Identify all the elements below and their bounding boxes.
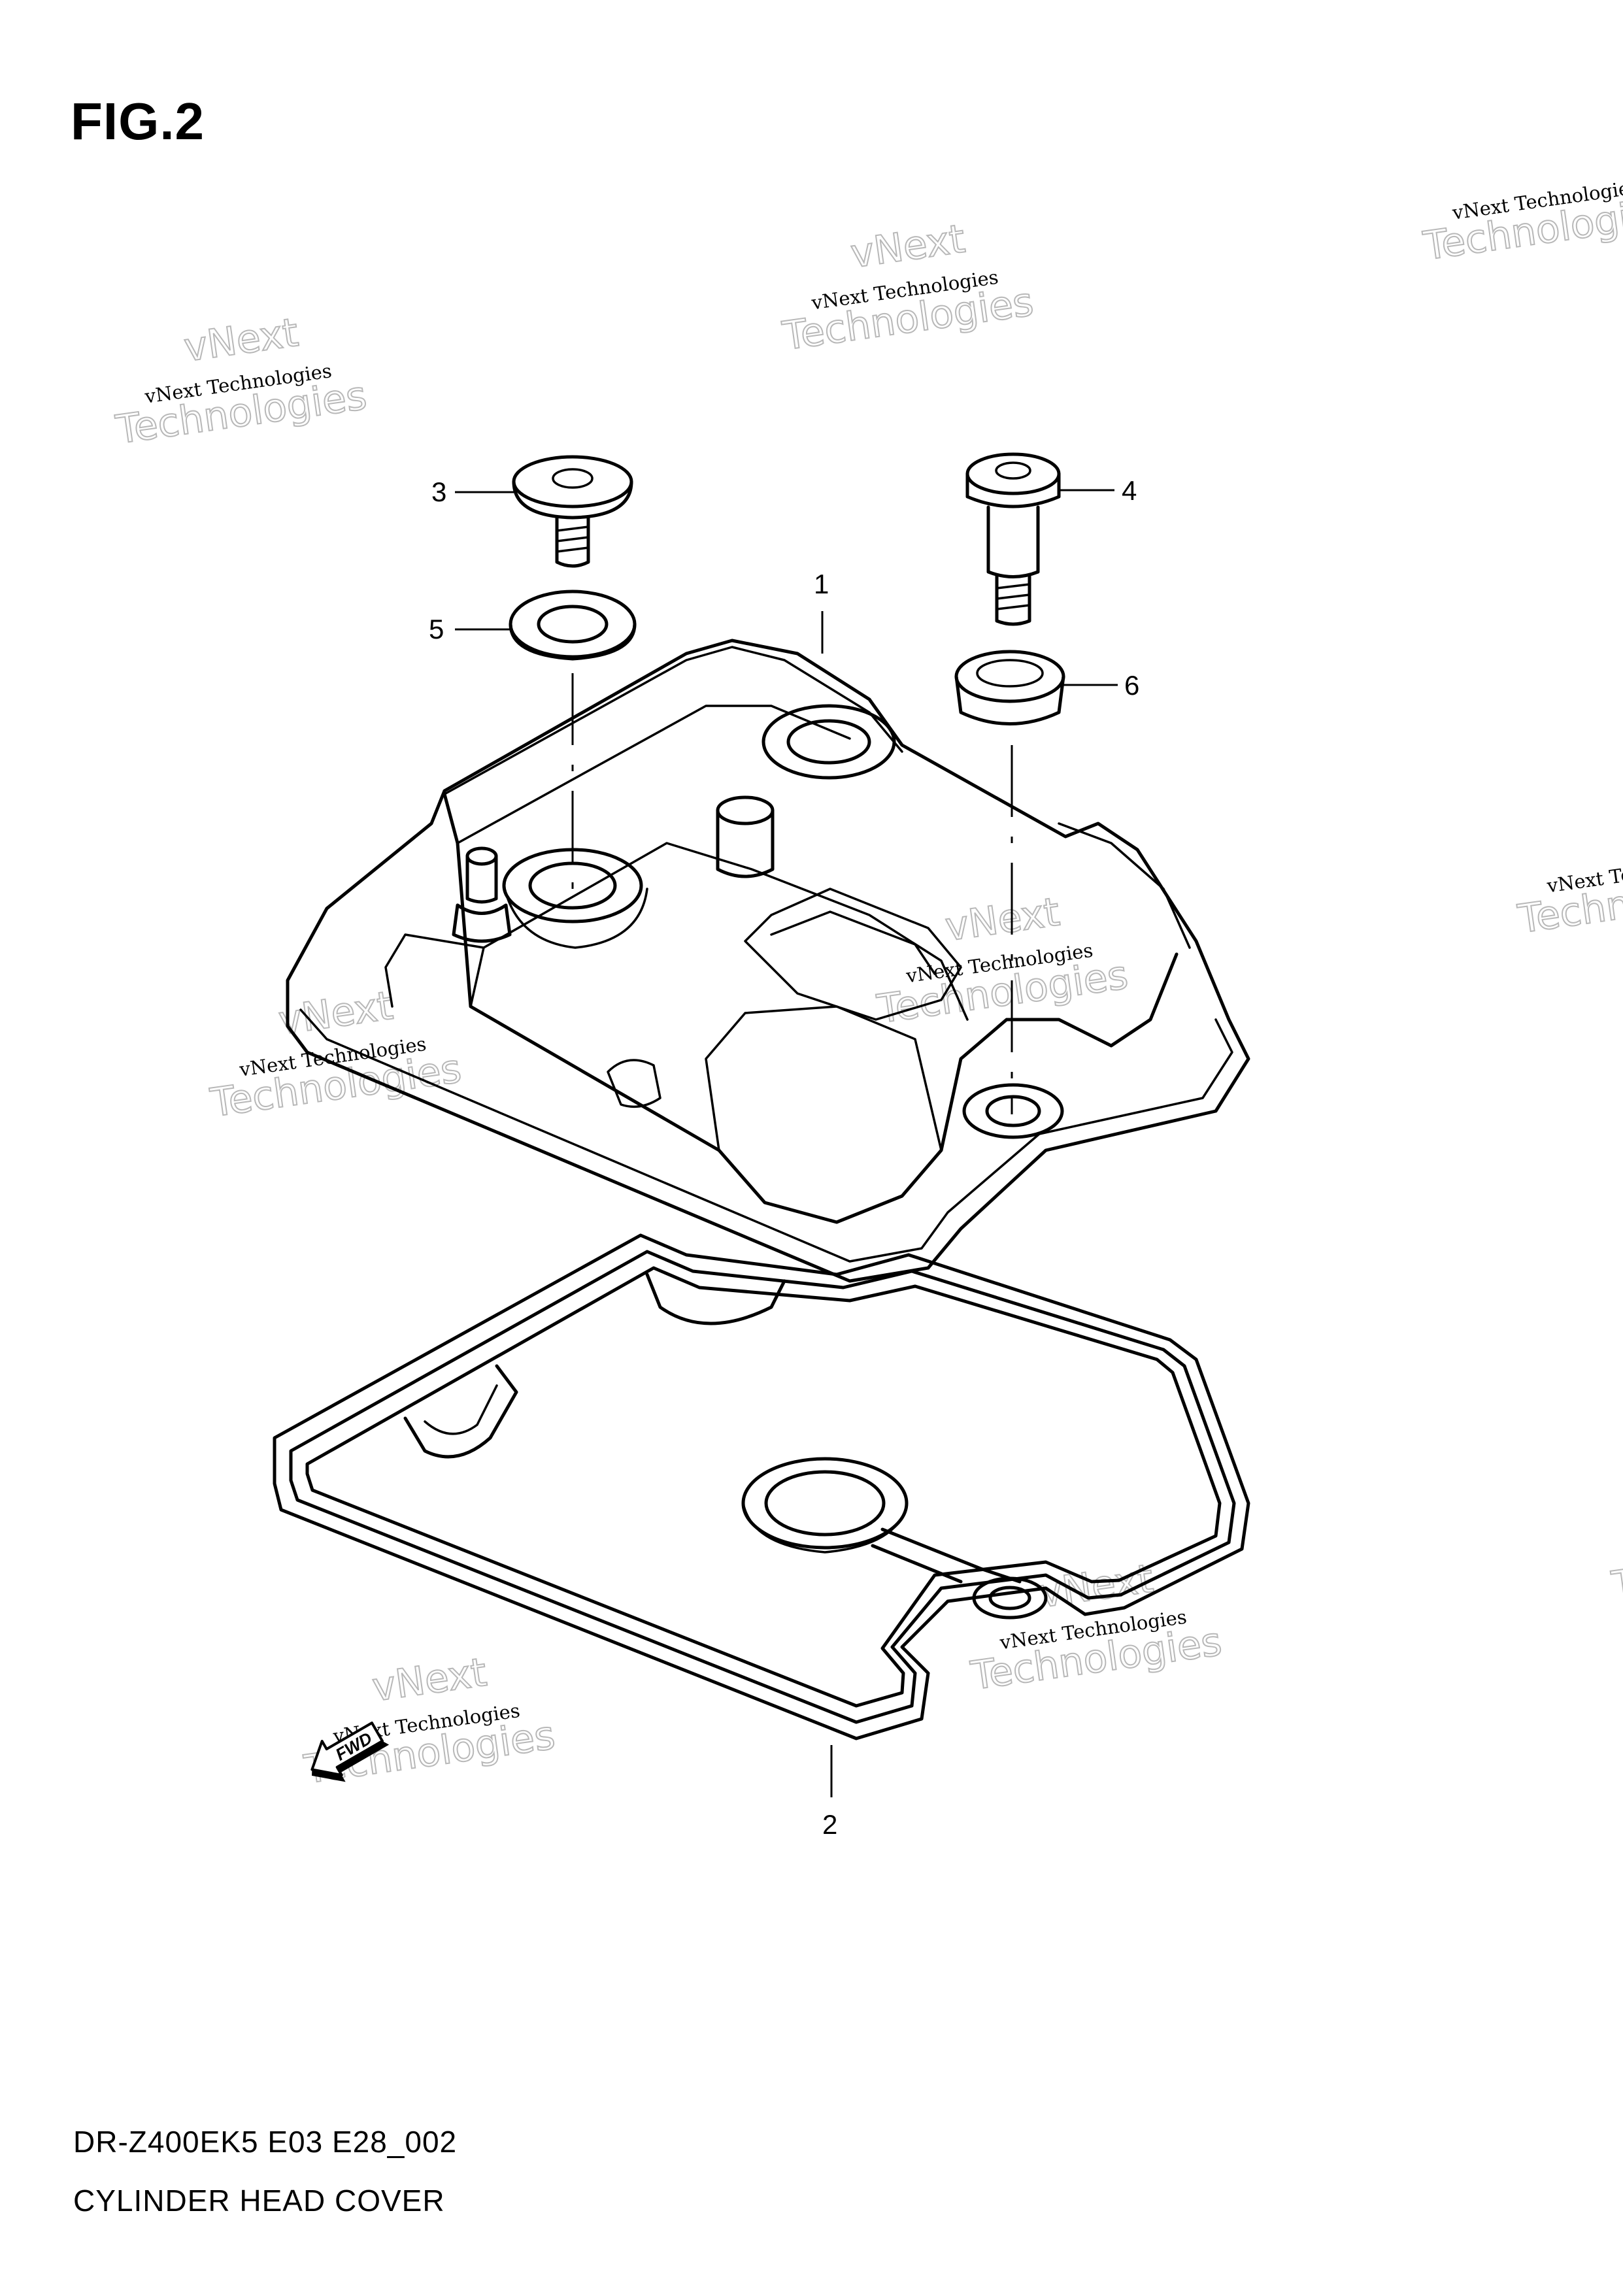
svg-text:vNext: vNext xyxy=(181,310,301,371)
part-2-gasket xyxy=(273,1233,1250,1740)
part-4-bolt xyxy=(965,452,1061,626)
leader-lines xyxy=(455,489,1118,1797)
svg-text:vNext: vNext xyxy=(848,216,967,278)
watermark: vNext Technologies Technologies xyxy=(1608,1528,1623,1610)
fwd-arrow-icon: FWD xyxy=(310,1722,390,1782)
watermark: vNext Technologies vNext Technologies xyxy=(779,216,1037,360)
watermark: vNext Technologies Technologies xyxy=(1420,176,1623,270)
callout-6: 6 xyxy=(1124,670,1139,701)
part-1-cylinder-head-cover xyxy=(286,639,1250,1283)
watermark: vNext Technologies vNext Technologies xyxy=(207,982,465,1127)
watermark: vNext Technologies vNext Technologies xyxy=(112,309,370,454)
part-6-grommet xyxy=(954,650,1065,725)
watermark: vNext Technologies vNext Technologies xyxy=(874,888,1131,1033)
watermark: vNext Technologies vNext Technologies xyxy=(967,1555,1225,1699)
callout-5: 5 xyxy=(429,614,444,644)
callout-4: 4 xyxy=(1122,475,1137,506)
callout-3: 3 xyxy=(431,476,446,507)
part-3-bolt xyxy=(512,455,633,568)
figure-title: FIG.2 xyxy=(71,92,205,150)
watermark: vNext Technologies Technologies xyxy=(1514,849,1623,943)
callout-2: 2 xyxy=(822,1809,837,1840)
svg-text:Technologies: Technologies xyxy=(1609,1529,1623,1609)
part-5-washer xyxy=(509,590,637,661)
diagram-name: CYLINDER HEAD COVER xyxy=(73,2184,445,2218)
svg-text:vNext: vNext xyxy=(369,1650,489,1711)
callout-1: 1 xyxy=(814,569,829,599)
diagram-code: DR-Z400EK5 E03 E28_002 xyxy=(73,2125,458,2159)
svg-text:vNext: vNext xyxy=(943,889,1062,950)
